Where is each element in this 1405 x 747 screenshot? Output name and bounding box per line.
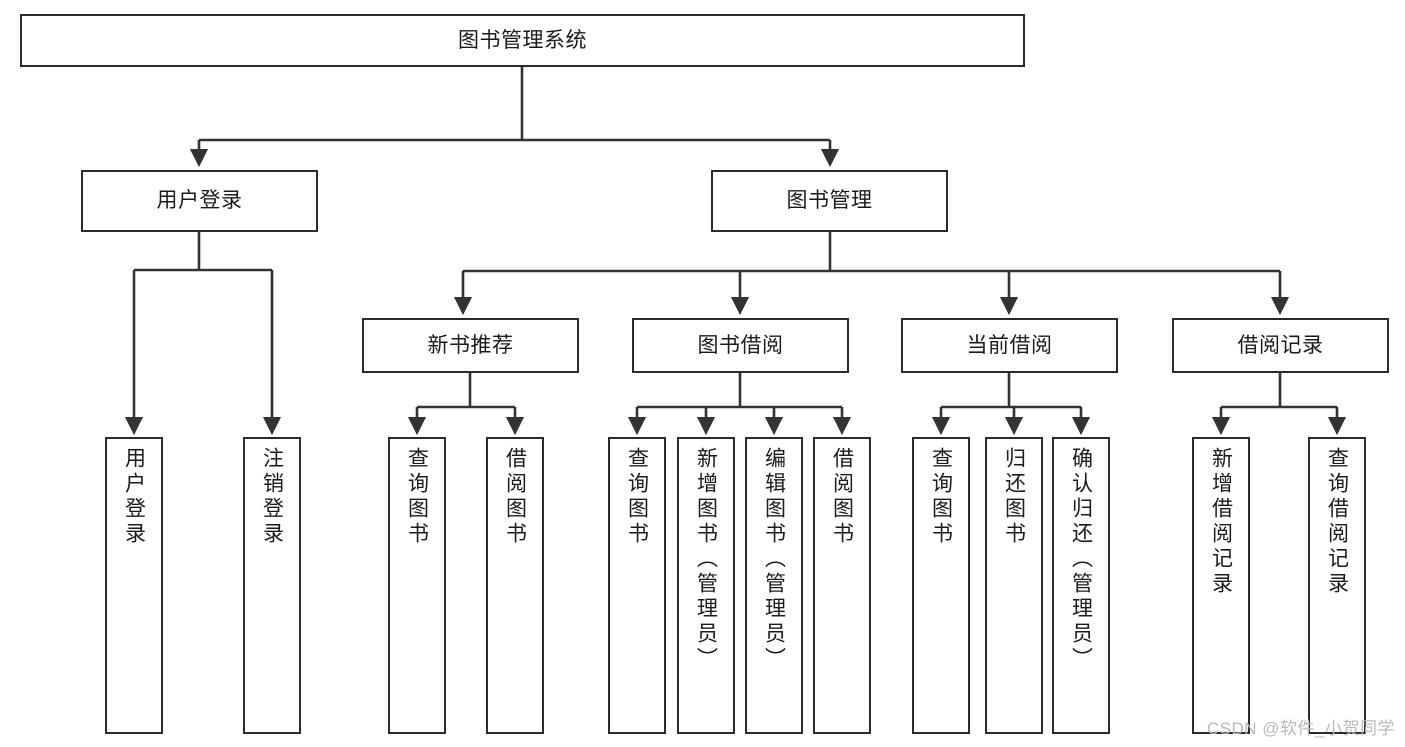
node-book-management-label: 图书管理 [786,189,873,213]
node-leaf-return-book[interactable]: 归还图书 [985,437,1043,734]
node-root-label: 图书管理系统 [458,28,587,52]
node-leaf-query-record[interactable]: 查询借阅记录 [1308,437,1366,734]
node-current-borrow-label: 当前借阅 [966,333,1053,357]
node-user-login[interactable]: 用户登录 [81,170,318,232]
node-leaf-borrow-book-1[interactable]: 借阅图书 [486,437,544,734]
node-current-borrow[interactable]: 当前借阅 [901,318,1118,373]
node-leaf-add-book[interactable]: 新增图书（管理员） [677,437,735,734]
node-leaf-query-book-3[interactable]: 查询图书 [912,437,970,734]
node-leaf-confirm-return-label: 确认归还（管理员） [1069,447,1093,672]
node-leaf-user-login[interactable]: 用户登录 [105,437,163,734]
node-leaf-query-book-3-label: 查询图书 [929,447,953,547]
node-borrow-record-label: 借阅记录 [1237,333,1324,357]
node-book-borrow[interactable]: 图书借阅 [632,318,849,373]
node-new-book-recommend[interactable]: 新书推荐 [362,318,579,373]
node-book-borrow-label: 图书借阅 [697,333,784,357]
node-leaf-query-book-2-label: 查询图书 [625,447,649,547]
node-leaf-query-book-2[interactable]: 查询图书 [608,437,666,734]
node-leaf-add-book-label: 新增图书（管理员） [694,447,718,672]
node-new-book-recommend-label: 新书推荐 [427,333,514,357]
node-leaf-add-record[interactable]: 新增借阅记录 [1192,437,1250,734]
node-book-management[interactable]: 图书管理 [711,170,948,232]
node-leaf-add-record-label: 新增借阅记录 [1209,447,1233,597]
node-leaf-edit-book[interactable]: 编辑图书（管理员） [745,437,803,734]
node-leaf-user-logout-label: 注销登录 [260,447,284,547]
node-leaf-query-book-1[interactable]: 查询图书 [388,437,446,734]
node-root[interactable]: 图书管理系统 [20,14,1025,67]
node-leaf-borrow-book-2[interactable]: 借阅图书 [813,437,871,734]
node-leaf-query-book-1-label: 查询图书 [405,447,429,547]
node-leaf-user-logout[interactable]: 注销登录 [243,437,301,734]
node-leaf-user-login-label: 用户登录 [122,447,146,547]
node-leaf-borrow-book-1-label: 借阅图书 [503,447,527,547]
node-leaf-confirm-return[interactable]: 确认归还（管理员） [1052,437,1110,734]
node-leaf-borrow-book-2-label: 借阅图书 [830,447,854,547]
node-leaf-edit-book-label: 编辑图书（管理员） [762,447,786,672]
node-borrow-record[interactable]: 借阅记录 [1172,318,1389,373]
node-leaf-query-record-label: 查询借阅记录 [1325,447,1349,597]
node-user-login-label: 用户登录 [156,189,243,213]
node-leaf-return-book-label: 归还图书 [1002,447,1026,547]
